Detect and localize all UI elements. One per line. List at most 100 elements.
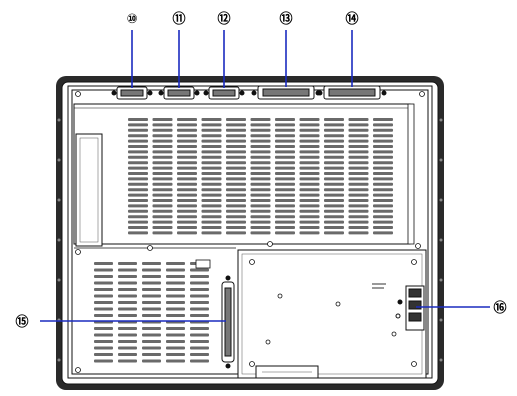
vent-slot — [94, 340, 113, 343]
vent-slot — [142, 327, 161, 330]
vent-slot — [152, 118, 173, 121]
vent-slot — [324, 193, 344, 197]
vent-slot — [226, 231, 246, 235]
vent-slot — [250, 134, 271, 138]
vent-slot — [142, 294, 161, 298]
vent-slot — [177, 150, 197, 154]
vent-slot — [118, 281, 137, 285]
callout-13: ⑬ — [279, 11, 292, 27]
vent-slot — [275, 166, 295, 170]
vent-slot — [348, 166, 369, 170]
vent-slot — [373, 193, 393, 197]
vent-slot — [250, 172, 271, 175]
vent-slot — [128, 128, 148, 132]
vent-slot — [142, 346, 161, 350]
callout-12: ⑫ — [217, 11, 230, 27]
vent-slot — [250, 177, 271, 181]
vent-slot — [348, 155, 369, 159]
vent-slot — [250, 215, 271, 219]
vent-slot — [142, 314, 161, 317]
vent-slot — [373, 166, 393, 170]
vent-slot — [299, 128, 320, 132]
vent-slot — [299, 199, 320, 202]
vent-slot — [299, 209, 320, 213]
callout-11: ⑪ — [172, 11, 185, 27]
vent-slot — [166, 275, 185, 278]
vent-slot — [250, 166, 271, 170]
vent-slot — [201, 155, 222, 159]
vent-slot — [226, 155, 246, 159]
vent-slot — [177, 118, 197, 121]
vent-slot — [201, 139, 222, 143]
vent-slot — [250, 128, 271, 132]
vent-slot — [226, 177, 246, 181]
vent-slot — [128, 155, 148, 159]
connector-15-port — [221, 275, 235, 369]
vent-slot — [166, 346, 185, 350]
connector-11-port — [158, 86, 200, 100]
vent-slot — [128, 172, 148, 175]
vent-slot — [226, 182, 246, 186]
vent-slot — [128, 226, 148, 229]
upper-vent-grid — [128, 118, 393, 235]
vent-slot — [373, 134, 393, 138]
vent-slot — [226, 220, 246, 224]
vent-slot — [250, 118, 271, 121]
vent-slot — [324, 118, 344, 121]
vent-slot — [201, 209, 222, 213]
vent-slot — [152, 177, 173, 181]
vent-slot — [152, 204, 173, 208]
vent-slot — [94, 314, 113, 317]
vent-slot — [324, 231, 344, 235]
vent-slot — [299, 193, 320, 197]
vent-slot — [190, 314, 209, 317]
vent-slot — [324, 128, 344, 132]
vent-slot — [190, 333, 209, 337]
callout-15: ⑮ — [15, 314, 28, 330]
vent-slot — [118, 353, 137, 356]
vent-slot — [128, 204, 148, 208]
vent-slot — [128, 123, 148, 127]
vent-slot — [299, 123, 320, 127]
vent-slot — [348, 134, 369, 138]
vent-slot — [94, 288, 113, 291]
vent-slot — [142, 301, 161, 304]
vent-slot — [128, 150, 148, 154]
vent-slot — [166, 307, 185, 311]
vent-slot — [177, 182, 197, 186]
vent-slot — [142, 353, 161, 356]
vent-slot — [226, 199, 246, 202]
vent-slot — [299, 215, 320, 219]
vent-slot — [299, 182, 320, 186]
vent-slot — [275, 193, 295, 197]
vent-slot — [152, 150, 173, 154]
vent-slot — [166, 268, 185, 272]
vent-slot — [201, 193, 222, 197]
vent-slot — [226, 139, 246, 143]
vent-slot — [166, 314, 185, 317]
vent-slot — [275, 172, 295, 175]
vent-slot — [250, 188, 271, 192]
vent-slot — [142, 275, 161, 278]
vent-slot — [128, 215, 148, 219]
vent-slot — [226, 166, 246, 170]
vent-slot — [166, 301, 185, 304]
vent-slot — [324, 182, 344, 186]
vent-slot — [166, 288, 185, 291]
vent-slot — [250, 231, 271, 235]
vent-slot — [128, 231, 148, 235]
vent-slot — [190, 340, 209, 343]
vent-slot — [128, 118, 148, 121]
vent-slot — [226, 226, 246, 229]
vent-slot — [94, 333, 113, 337]
vent-slot — [142, 288, 161, 291]
vent-slot — [226, 204, 246, 208]
vent-slot — [128, 161, 148, 165]
vent-slot — [275, 150, 295, 154]
vent-slot — [373, 226, 393, 229]
vent-slot — [299, 231, 320, 235]
vent-slot — [118, 262, 137, 265]
vent-slot — [177, 134, 197, 138]
vent-slot — [275, 209, 295, 213]
vent-slot — [152, 128, 173, 132]
